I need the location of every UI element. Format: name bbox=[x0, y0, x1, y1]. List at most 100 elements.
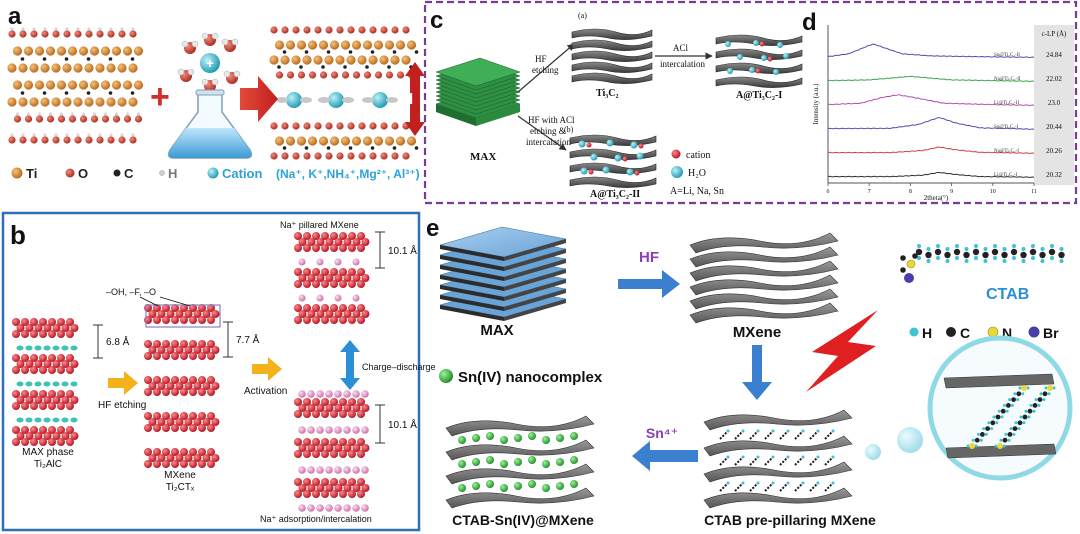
hydrogen-atom bbox=[109, 133, 113, 137]
al-atom bbox=[25, 345, 33, 351]
hydrogen-atom bbox=[98, 133, 102, 137]
water-hydrogen bbox=[201, 32, 209, 40]
max-atom bbox=[30, 330, 38, 338]
max-atom bbox=[12, 402, 20, 410]
ctab-hydrogen bbox=[1040, 259, 1045, 263]
titanium-atom bbox=[351, 40, 362, 50]
titanium-atom bbox=[18, 63, 28, 73]
sn-nanocomplex bbox=[514, 482, 522, 490]
ctab-carbon bbox=[915, 248, 923, 256]
panel-e-pre-pillared-stack bbox=[703, 409, 853, 509]
titanium-atom bbox=[313, 55, 323, 65]
pillared-atom bbox=[303, 232, 311, 240]
max-layer-edge bbox=[440, 285, 504, 301]
hydrogen-atom bbox=[26, 112, 31, 116]
mxene-atom bbox=[175, 346, 184, 354]
mxene-atom bbox=[207, 448, 215, 456]
xrd-clp-value: 23.0 bbox=[1048, 99, 1061, 107]
mxene-atom bbox=[202, 454, 211, 462]
na-ion bbox=[352, 426, 360, 434]
mxene-atom bbox=[202, 418, 211, 426]
panel-b-groups-leader-1 bbox=[139, 296, 159, 307]
mxene-atom bbox=[162, 376, 170, 384]
sn-nanocomplex bbox=[570, 456, 578, 464]
panel-c-route-b-arrow bbox=[517, 115, 567, 151]
max-atom bbox=[57, 390, 65, 398]
panel-e-down-arrow bbox=[742, 345, 772, 400]
ctab-hydrogen bbox=[993, 244, 997, 248]
max-atom bbox=[34, 396, 43, 404]
ctab-chain bbox=[824, 456, 834, 466]
mxene-atom bbox=[171, 316, 179, 324]
mxene-atom bbox=[180, 460, 188, 468]
zoom-chain-hydrogen bbox=[1017, 427, 1021, 431]
titanium-atom bbox=[100, 46, 111, 56]
mxene-atom bbox=[171, 460, 179, 468]
panel-e-sn4-label: Sn⁴⁺ bbox=[646, 425, 678, 441]
legend-cation-label: Cation bbox=[222, 166, 263, 181]
hydrogen-atom bbox=[54, 133, 58, 137]
ctab-chain bbox=[749, 482, 759, 492]
max-atom bbox=[30, 390, 38, 398]
oxygen-atom bbox=[308, 71, 317, 79]
max-atom bbox=[61, 396, 70, 404]
ctab-head bbox=[831, 429, 835, 433]
water-dot bbox=[590, 153, 598, 161]
pre-pillared-sheet bbox=[703, 409, 853, 431]
zoom-chain-hydrogen bbox=[1007, 438, 1011, 442]
x-tick-label: 7 bbox=[868, 189, 871, 195]
panel-a: a + + d Ti O C bbox=[7, 3, 425, 181]
max-layer bbox=[435, 57, 521, 87]
adsorbed-atom bbox=[312, 478, 320, 486]
water-dot bbox=[725, 41, 731, 47]
hydrogen-atom bbox=[10, 133, 14, 137]
legend-cation-dot bbox=[207, 167, 219, 179]
carbon-atom bbox=[42, 91, 47, 95]
xrd-clp-value: 22.02 bbox=[1046, 75, 1062, 83]
svg-text:10.1 Å: 10.1 Å bbox=[388, 244, 417, 257]
titanium-atom bbox=[106, 97, 116, 107]
max-atom bbox=[25, 432, 34, 440]
panel-b-groups-label: –OH, –F, –O bbox=[106, 287, 156, 297]
pillared-atom bbox=[321, 232, 329, 240]
water-hydrogen bbox=[187, 68, 195, 76]
ctab-carbon bbox=[972, 248, 980, 256]
mxene-atom bbox=[189, 448, 197, 456]
adsorbed-atom bbox=[316, 404, 325, 412]
panel-c-max-block bbox=[435, 57, 521, 126]
oxygen-atom bbox=[336, 26, 344, 34]
panel-d-letter: d bbox=[802, 9, 817, 36]
ctab-carbon bbox=[1001, 251, 1008, 259]
sn-nanocomplex bbox=[458, 484, 466, 492]
cation-dot bbox=[586, 142, 592, 148]
oxygen-atom bbox=[385, 71, 394, 79]
carbon-atom bbox=[370, 50, 375, 54]
hydrogen-atom bbox=[76, 133, 80, 137]
titanium-atom bbox=[40, 63, 50, 73]
ti3c2-sheet bbox=[571, 61, 653, 73]
titanium-atom bbox=[307, 40, 318, 50]
ctab-head bbox=[756, 481, 760, 485]
adsorbed-atom bbox=[343, 484, 352, 492]
zoom-chain-hydrogen bbox=[1027, 415, 1031, 419]
adsorbed-atom bbox=[312, 398, 320, 406]
zoom-chain-carbon bbox=[980, 432, 985, 437]
sn-nanocomplex bbox=[570, 432, 578, 440]
mxene-atom bbox=[198, 460, 206, 468]
oxygen-atom bbox=[347, 122, 355, 130]
panel-c-intercalation-label: intercalation bbox=[660, 59, 705, 69]
oxygen-atom bbox=[85, 30, 93, 38]
ti3c2-sheet bbox=[571, 50, 653, 62]
panel-cd-dashed-frame bbox=[423, 0, 1078, 205]
mxene-atom bbox=[157, 454, 166, 462]
mxene-atom bbox=[180, 304, 188, 312]
mxene-atom bbox=[144, 448, 152, 456]
oxygen-atom bbox=[107, 30, 115, 38]
carbon-atom bbox=[387, 65, 391, 69]
mxene-atom bbox=[166, 382, 175, 390]
carbon-atom bbox=[20, 57, 25, 61]
carbon-atom bbox=[370, 146, 375, 150]
a-ti3c2-ii-sheet bbox=[569, 148, 657, 160]
mxene-atom bbox=[171, 424, 179, 432]
